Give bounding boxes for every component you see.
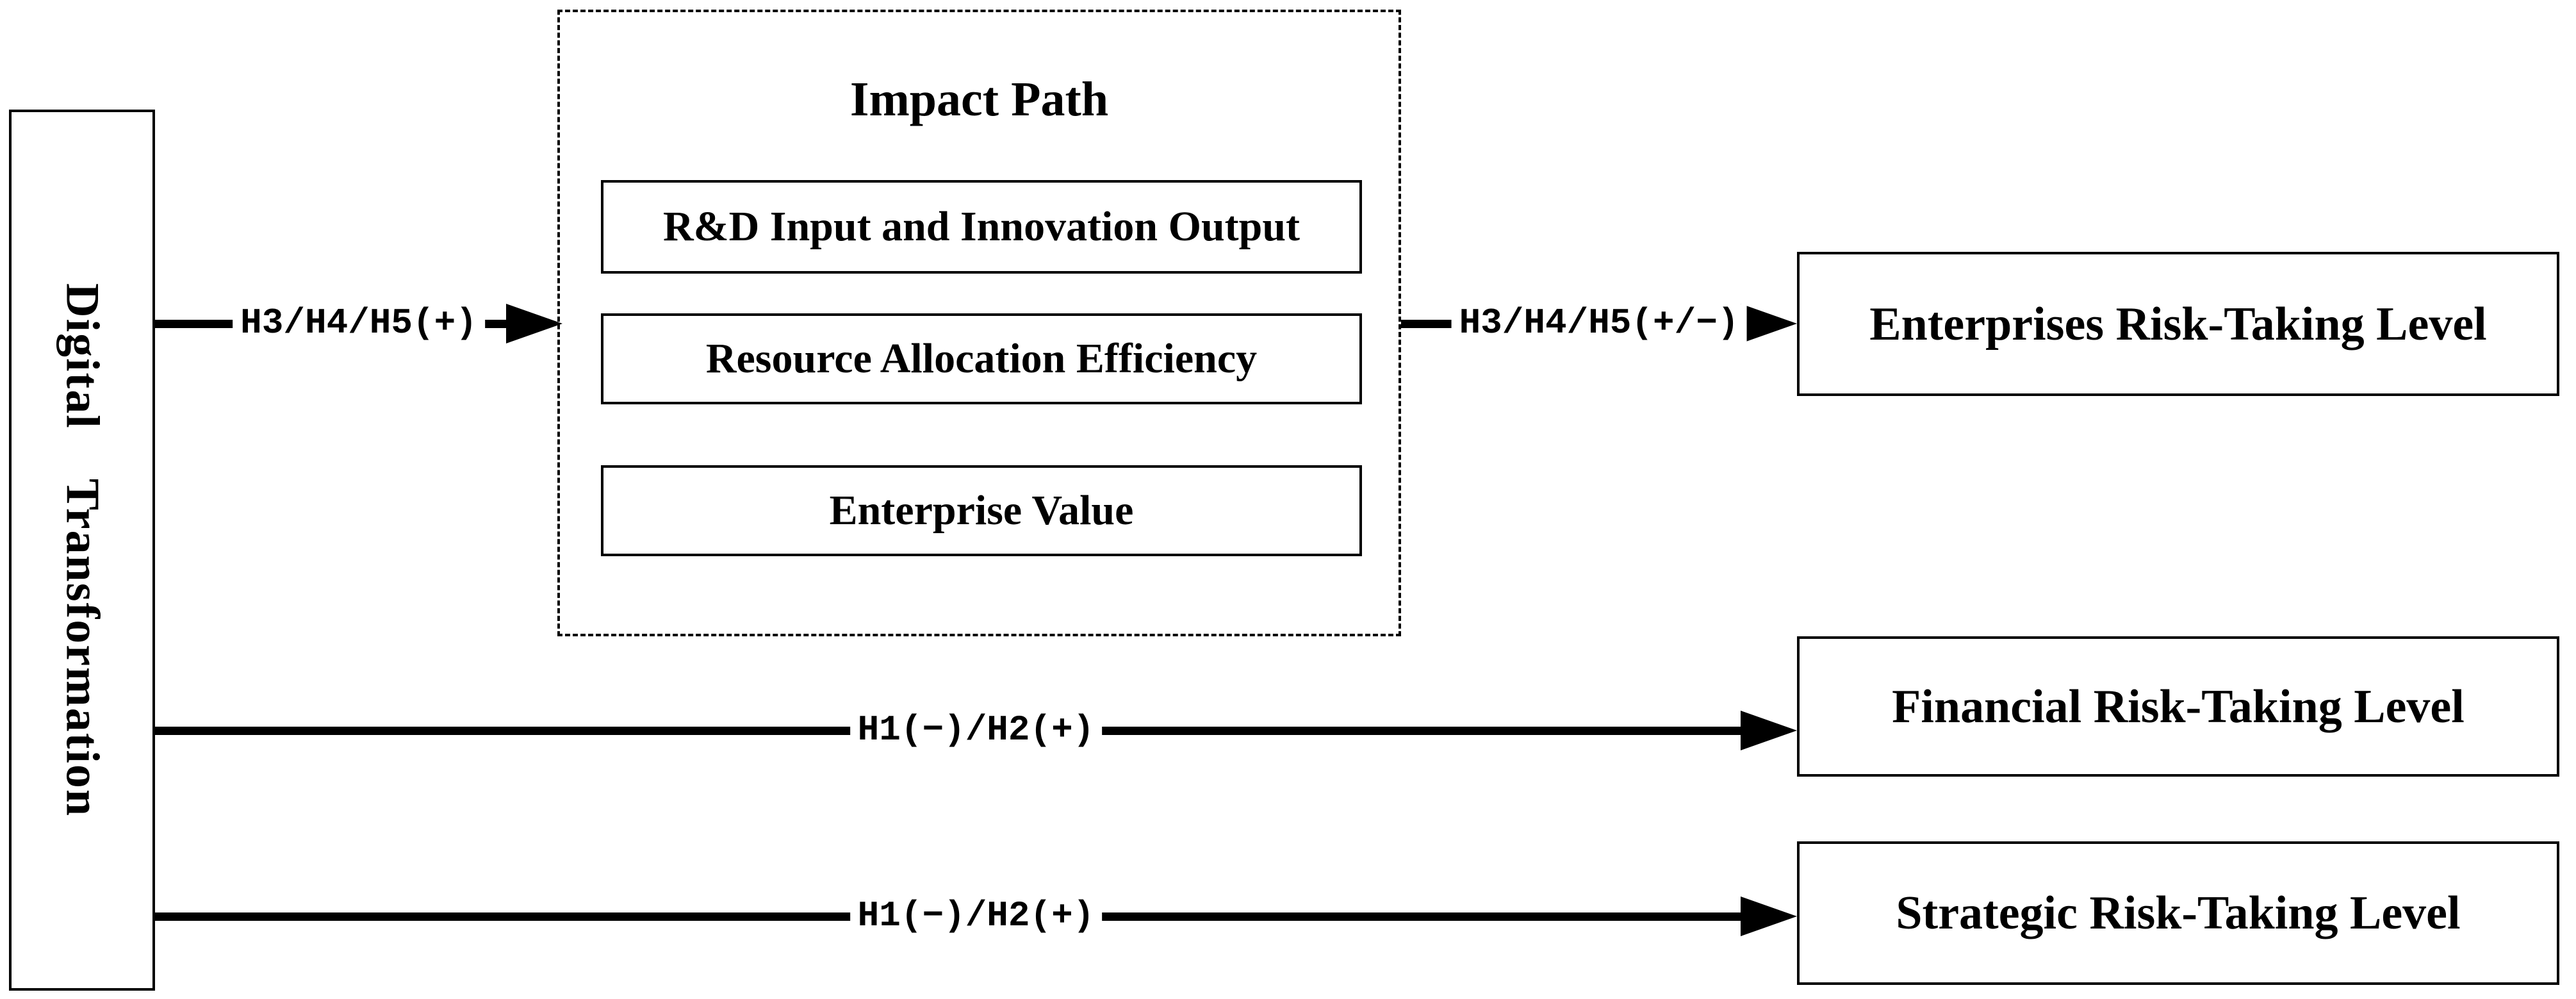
arrowhead-icon xyxy=(1741,304,1797,343)
arrow-label-h1-h2-financial: H1(−)/H2(+) xyxy=(849,711,1103,750)
impact-item-enterprise-value-box: Enterprise Value xyxy=(601,465,1362,556)
arrow-digital-to-strategic: H1(−)/H2(+) xyxy=(155,891,1797,942)
arrowhead-icon xyxy=(1741,711,1797,750)
impact-item-rd-innovation-label: R&D Input and Innovation Output xyxy=(662,203,1300,250)
outcome-financial-risk-box: Financial Risk-Taking Level xyxy=(1797,636,2559,777)
outcome-strategic-risk-label: Strategic Risk-Taking Level xyxy=(1896,887,2461,939)
outcome-financial-risk-label: Financial Risk-Taking Level xyxy=(1892,680,2465,733)
arrow-impact-to-enterprises: H3/H4/H5(+/−) xyxy=(1401,298,1797,349)
arrow-digital-to-financial: H1(−)/H2(+) xyxy=(155,705,1797,756)
impact-item-resource-allocation-box: Resource Allocation Efficiency xyxy=(601,313,1362,404)
outcome-enterprises-risk-box: Enterprises Risk-Taking Level xyxy=(1797,252,2559,396)
outcome-enterprises-risk-label: Enterprises Risk-Taking Level xyxy=(1869,297,2487,351)
arrow-digital-to-impact: H3/H4/H5(+) xyxy=(155,298,562,349)
arrow-label-h1-h2-strategic: H1(−)/H2(+) xyxy=(849,896,1103,936)
impact-path-title: Impact Path xyxy=(849,72,1109,126)
outcome-strategic-risk-box: Strategic Risk-Taking Level xyxy=(1797,841,2559,985)
impact-item-rd-innovation-box: R&D Input and Innovation Output xyxy=(601,180,1362,274)
impact-item-enterprise-value-label: Enterprise Value xyxy=(829,487,1134,534)
arrowhead-icon xyxy=(506,304,562,343)
arrowhead-icon xyxy=(1741,896,1797,936)
digital-transformation-box: Digital Transformation xyxy=(9,110,155,991)
arrow-label-h3-h4-h5-plus: H3/H4/H5(+) xyxy=(233,304,485,343)
arrow-label-h3-h4-h5-plus-minus: H3/H4/H5(+/−) xyxy=(1451,304,1747,343)
digital-transformation-label: Digital Transformation xyxy=(56,283,109,818)
impact-item-resource-allocation-label: Resource Allocation Efficiency xyxy=(705,335,1258,382)
impact-path-group: Impact Path R&D Input and Innovation Out… xyxy=(557,10,1401,636)
